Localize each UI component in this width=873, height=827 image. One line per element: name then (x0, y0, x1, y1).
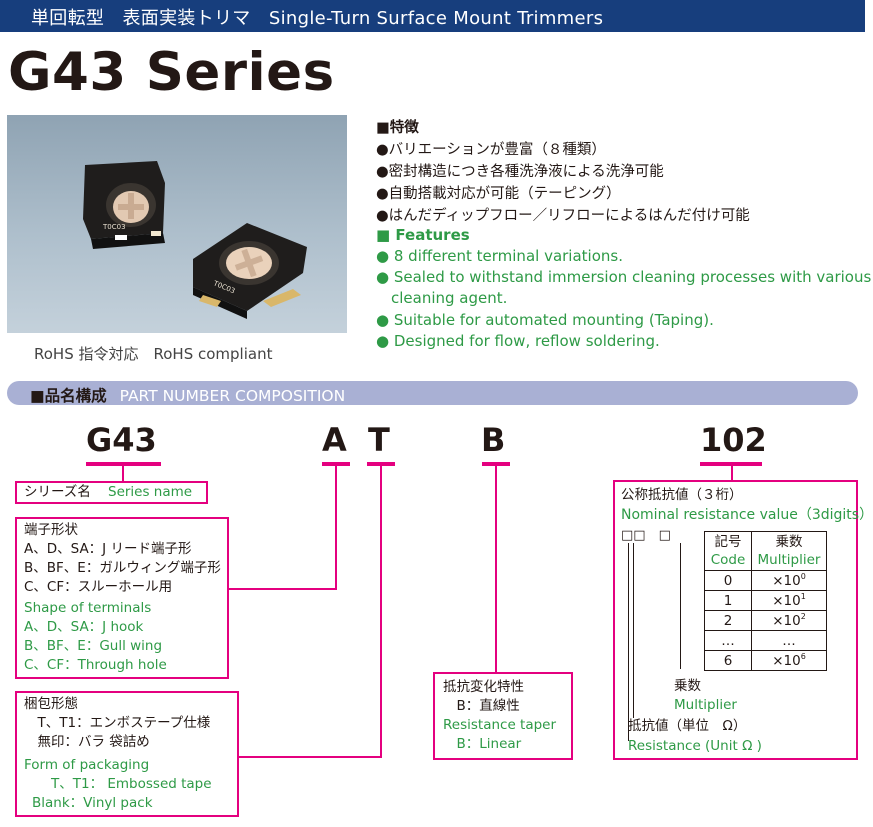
connector-taper (495, 466, 497, 673)
section-title-en: PART NUMBER COMPOSITION (119, 387, 346, 405)
part-b: B (481, 421, 506, 459)
row-multiplier: … (751, 630, 827, 651)
part-a: A (322, 421, 347, 459)
section-title: ■品名構成 PART NUMBER COMPOSITION (30, 384, 345, 406)
rohs-caption: RoHS 指令対応 RoHS compliant (34, 345, 273, 363)
component-marking-1: T0C03 (102, 223, 126, 231)
feature-en-item: ● Designed for flow, reflow soldering. (376, 332, 660, 350)
connector-resistance (731, 466, 733, 482)
taper-en-line: B：Linear (443, 736, 522, 752)
table-row: … … (704, 630, 827, 651)
table-row: 0 ×100 (704, 570, 827, 591)
part-102-underline (700, 462, 762, 466)
feature-jp-item: ●自動搭載対応が可能（テーピング） (376, 186, 621, 202)
packaging-en-line: Form of packaging (24, 757, 150, 773)
part-102: 102 (700, 421, 767, 459)
multiplier-label-jp: 乗数 (674, 678, 701, 694)
series-name-en: Series name (108, 484, 193, 500)
terminal-en-line: A、D、SA：J hook (24, 619, 144, 635)
part-g43-underline (86, 462, 161, 466)
code-jp: 記号 (714, 534, 742, 550)
table-header-multiplier: 乗数 Multiplier (751, 531, 827, 571)
feature-en-item: ● Sealed to withstand immersion cleaning… (376, 268, 872, 286)
part-b-underline (482, 462, 510, 466)
bracket-line-resistance-2 (633, 543, 634, 718)
multiplier-table: 記号 Code 乗数 Multiplier 0 ×100 1 ×101 2 ×1… (704, 531, 827, 671)
row-multiplier: ×100 (751, 570, 827, 591)
section-title-jp: ■品名構成 (30, 387, 107, 405)
code-en: Code (710, 552, 746, 568)
feature-jp-item: ●密封構造につき各種洗浄液による洗浄可能 (376, 164, 664, 180)
taper-en-line: Resistance taper (443, 717, 557, 733)
part-g43: G43 (86, 421, 157, 459)
header-bar (0, 0, 865, 32)
header-text: 単回転型 表面実装トリマ Single-Turn Surface Mount T… (31, 8, 604, 29)
part-a-underline (322, 462, 350, 466)
series-name-box (15, 481, 208, 504)
trimmer-component-upright (83, 161, 165, 249)
bracket-line-resistance (628, 543, 629, 741)
terminal-jp-line: B、BF、E：ガルウィング端子形 (24, 560, 221, 576)
trimmer-component-tilted (193, 223, 307, 319)
terminal-jp-line: A、D、SA：J リード端子形 (24, 541, 192, 557)
packaging-box (15, 691, 239, 817)
terminal-jp-line: C、CF：スルーホール用 (24, 579, 173, 595)
packaging-en-line: Blank：Vinyl pack (32, 795, 153, 811)
row-multiplier: ×101 (751, 590, 827, 611)
table-row: 6 ×106 (704, 650, 827, 671)
resistance-unit-en: Resistance (Unit Ω ) (628, 738, 762, 754)
row-code: 0 (704, 570, 752, 591)
product-photo: T0C03 T0C03 (7, 115, 347, 333)
connector-packaging-h (238, 756, 382, 758)
row-code: 1 (704, 590, 752, 611)
feature-jp-item: ●バリエーションが豊富（８種類） (376, 142, 606, 158)
part-t-underline (367, 462, 395, 466)
connector-packaging-v (380, 466, 382, 757)
mult-en: Multiplier (757, 552, 821, 568)
terminal-en-line: C、CF：Through hole (24, 657, 167, 673)
packaging-jp-line: T、T1：エンボステープ仕様 (24, 715, 211, 731)
feature-en-item: ● Suitable for automated mounting (Tapin… (376, 311, 714, 329)
digit-squares: □□ □ (621, 528, 671, 543)
mult-jp: 乗数 (775, 534, 803, 550)
features-en-heading: ■ Features (376, 226, 470, 244)
feature-en-item: cleaning agent. (391, 289, 508, 307)
resistance-title-en: Nominal resistance value（3digits） (621, 507, 873, 523)
multiplier-label-en: Multiplier (674, 697, 737, 713)
connector-series (122, 466, 124, 482)
packaging-jp-line: 梱包形態 (24, 696, 78, 712)
row-code: 6 (704, 650, 752, 671)
part-t: T (368, 421, 390, 459)
terminal-en-line: Shape of terminals (24, 600, 152, 616)
features-jp-heading: ■特徴 (376, 120, 419, 136)
terminal-jp-line: 端子形状 (24, 522, 78, 538)
row-code: … (704, 630, 752, 651)
packaging-jp-line: 無印：バラ 袋詰め (24, 734, 150, 750)
feature-jp-item: ●はんだディップフロー／リフローによるはんだ付け可能 (376, 208, 750, 224)
connector-terminal-v (335, 466, 337, 589)
table-row: 1 ×101 (704, 590, 827, 611)
taper-box (433, 672, 573, 760)
row-multiplier: ×102 (751, 610, 827, 631)
resistance-unit-jp: 抵抗値（単位 Ω） (628, 718, 747, 734)
page-title: G43 Series (8, 42, 335, 103)
series-name-jp: シリーズ名 (24, 484, 91, 500)
resistance-box (613, 480, 858, 760)
taper-jp-line: 抵抗変化特性 (443, 679, 524, 695)
row-code: 2 (704, 610, 752, 631)
table-header-code: 記号 Code (704, 531, 752, 571)
section-band (7, 381, 858, 405)
terminal-en-line: B、BF、E：Gull wing (24, 638, 163, 654)
table-row: 2 ×102 (704, 610, 827, 631)
taper-jp-line: B：直線性 (443, 698, 520, 714)
packaging-en-line: T、T1： Embossed tape (24, 776, 212, 792)
resistance-title-jp: 公称抵抗値（３桁） (621, 487, 743, 503)
row-multiplier: ×106 (751, 650, 827, 671)
trimmer-illustration: T0C03 T0C03 (83, 161, 307, 319)
terminal-shape-box (15, 517, 229, 679)
feature-en-item: ● 8 different terminal variations. (376, 247, 623, 265)
connector-terminal-h (228, 588, 337, 590)
bracket-line-multiplier (680, 543, 681, 669)
